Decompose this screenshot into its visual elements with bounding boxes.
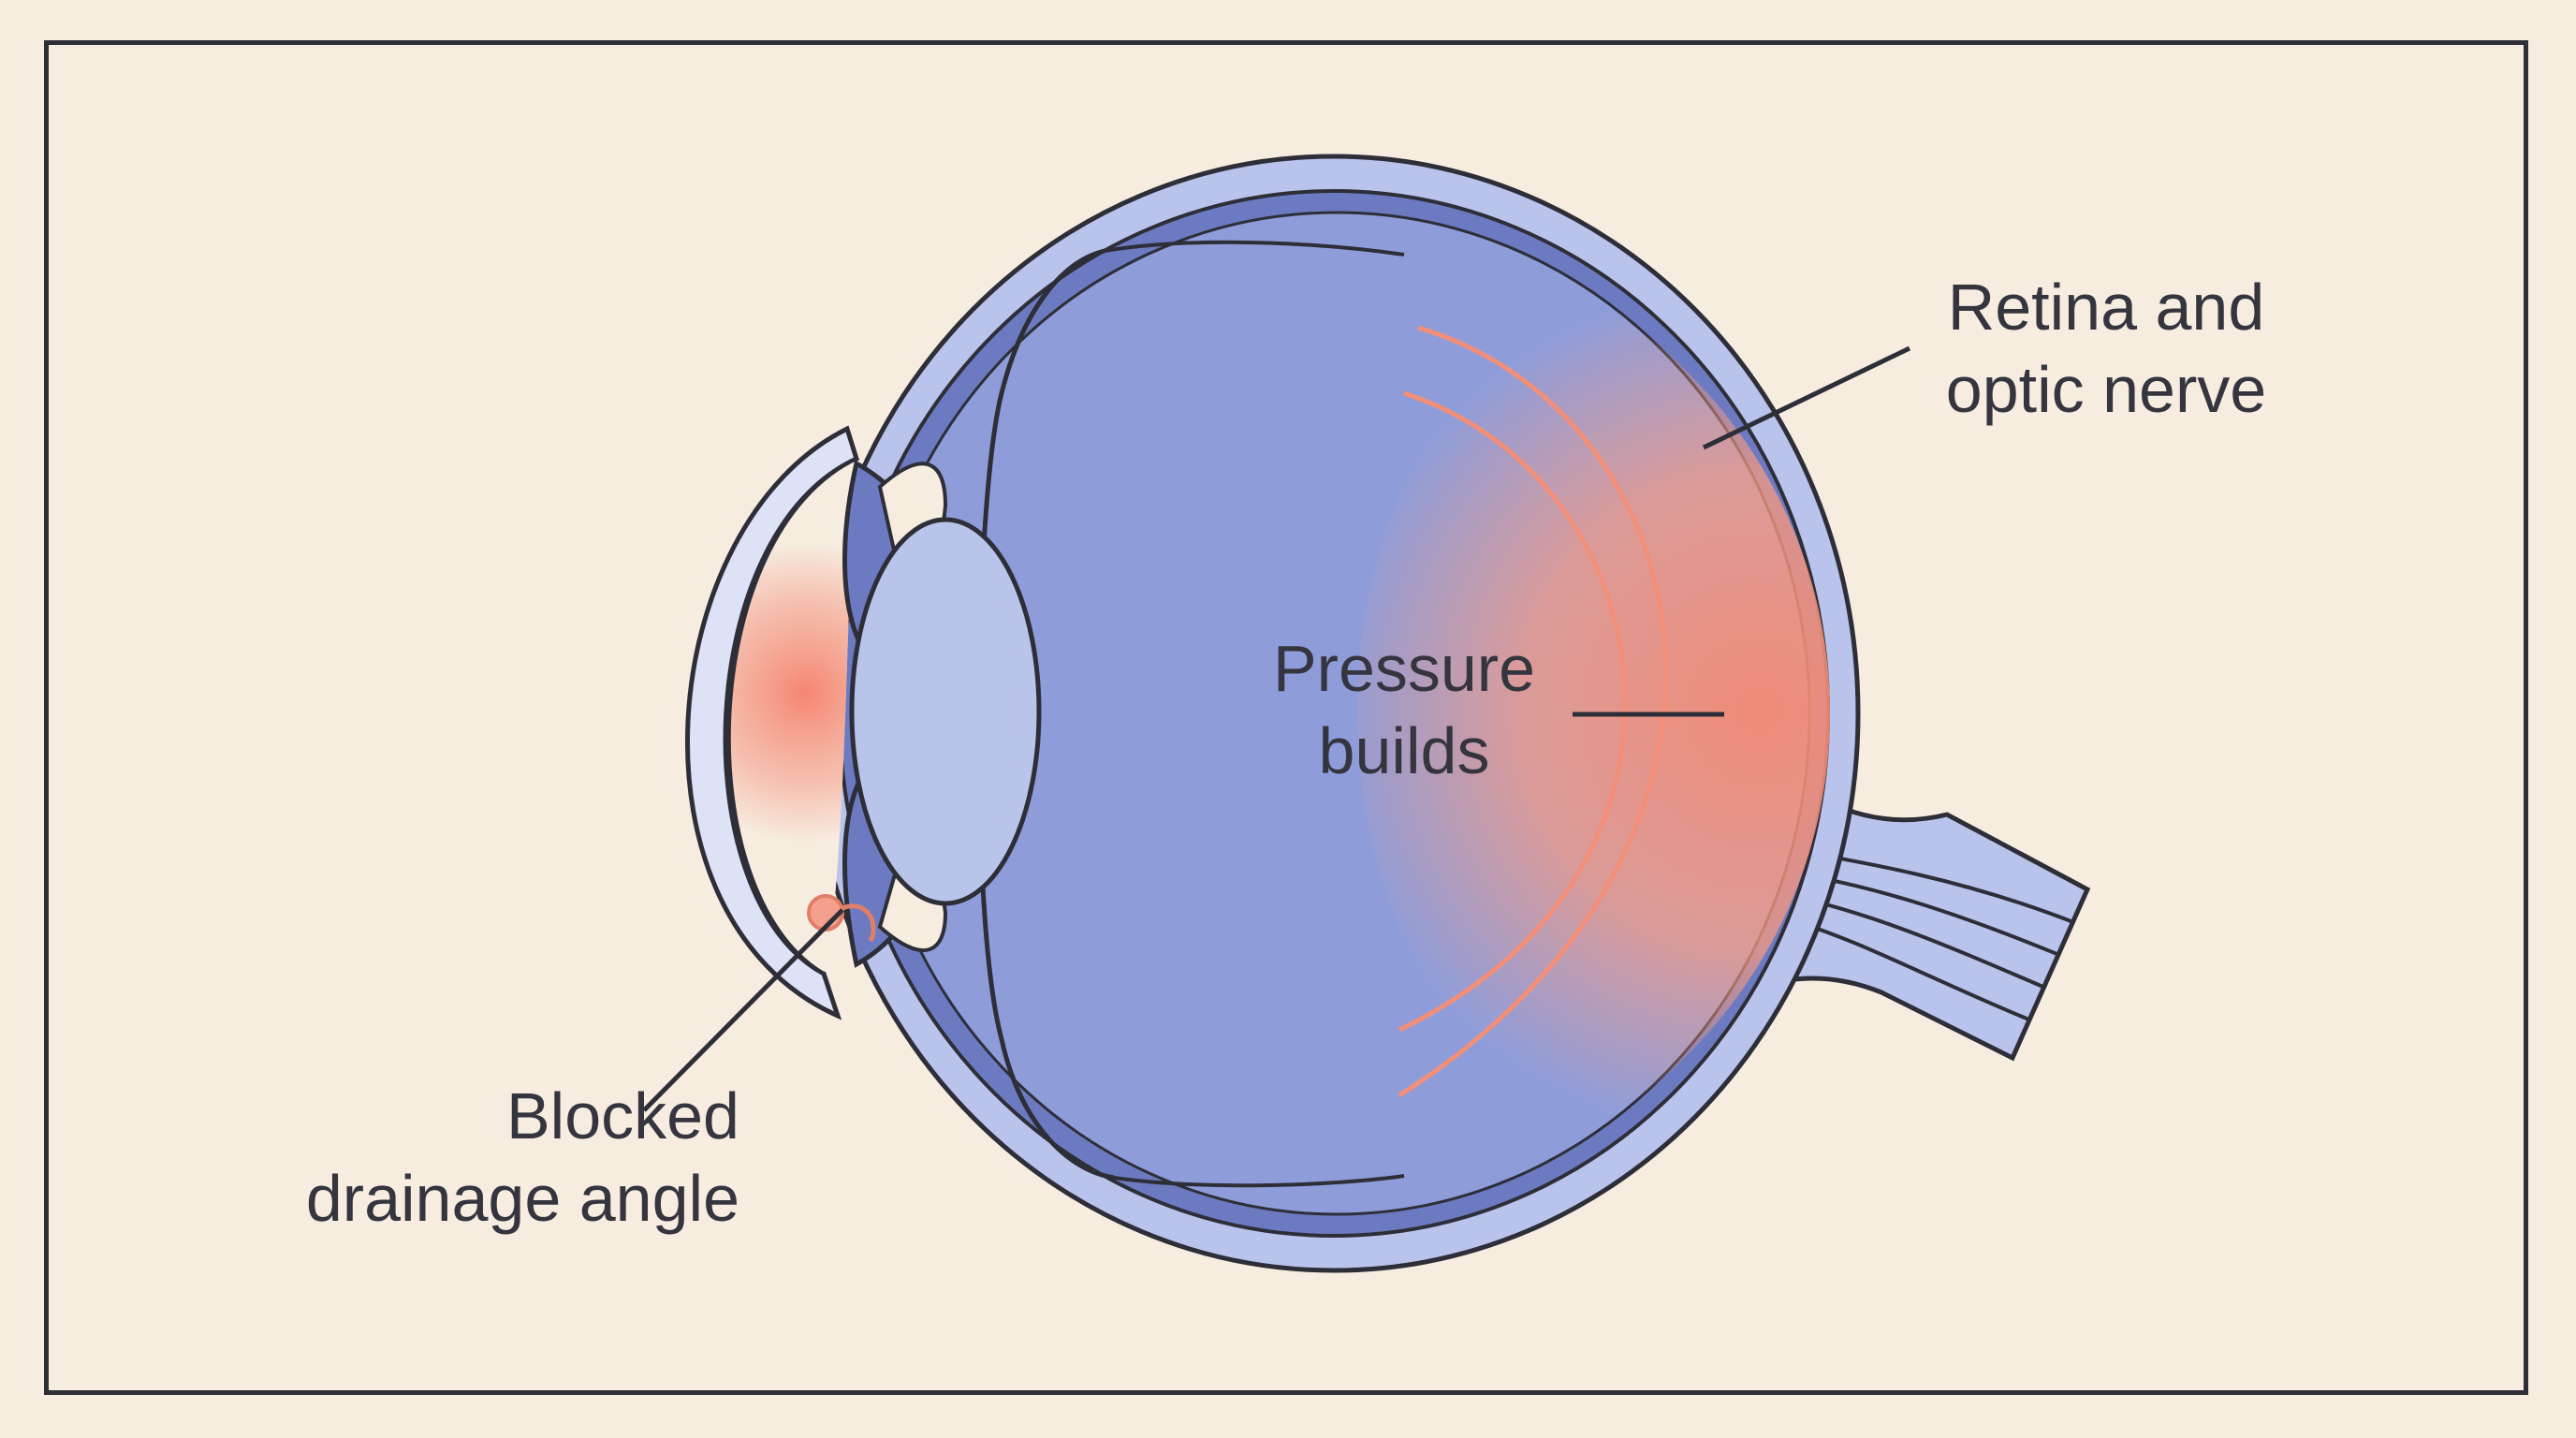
label-blocked-line-2: drainage angle — [215, 1157, 739, 1240]
lens — [852, 520, 1039, 903]
label-retina-optic-nerve: Retina and optic nerve — [1872, 266, 2340, 431]
label-blocked-line-1: Blocked — [215, 1075, 739, 1157]
label-retina-line-2: optic nerve — [1872, 348, 2340, 431]
label-pressure-line-2: builds — [1226, 710, 1582, 792]
label-blocked-drainage-angle: Blocked drainage angle — [215, 1075, 739, 1240]
label-pressure-builds: Pressure builds — [1226, 627, 1582, 792]
label-retina-line-1: Retina and — [1872, 266, 2340, 348]
label-pressure-line-1: Pressure — [1226, 627, 1582, 710]
